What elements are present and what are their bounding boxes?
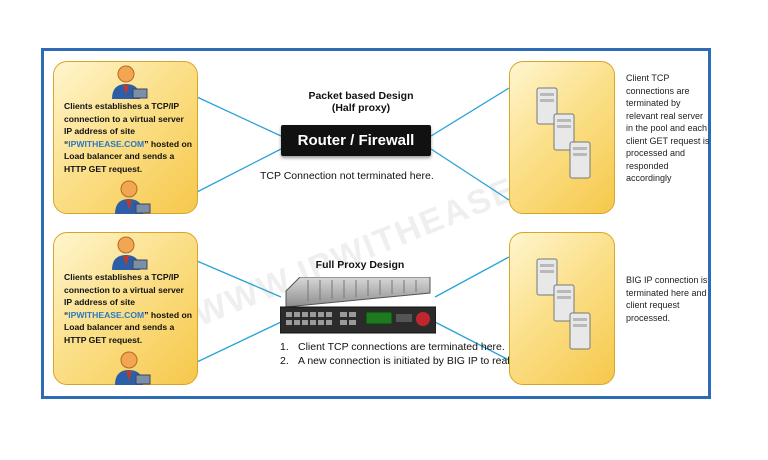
router-firewall-box: Router / Firewall — [281, 125, 431, 156]
line-router-to-server-top — [430, 87, 510, 137]
line-client-top-to-router — [196, 96, 282, 137]
client-box-bottom: Clients establishes a TCP/IP connection … — [53, 232, 198, 385]
list-item: 1.Client TCP connections are terminated … — [280, 341, 505, 353]
list-item: 2.A new connection is initiated by BIG I… — [280, 354, 545, 367]
client-user-icon — [115, 351, 151, 385]
server-box-top — [509, 61, 615, 214]
client-user-icon — [112, 65, 148, 99]
line-proxy-to-server-bottom — [434, 321, 510, 361]
server-box-bottom — [509, 232, 615, 385]
packet-design-title: Packet based Design (Half proxy) — [308, 90, 414, 114]
server-stack-icon — [536, 258, 591, 350]
client-user-icon — [115, 180, 151, 214]
line-router-to-server-bottom — [430, 148, 510, 201]
server-description-bottom: BIG IP connection is terminated here and… — [626, 275, 708, 323]
full-proxy-title: Full Proxy Design — [315, 259, 405, 271]
line-proxy-to-server-top — [434, 256, 510, 298]
client-box-top: Clients establishes a TCP/IP connection … — [53, 61, 198, 214]
line-client-top-to-proxy — [196, 260, 282, 298]
line-client-bottom-to-router — [196, 148, 282, 193]
client-user-icon — [112, 236, 148, 270]
client-description: Clients establishes a TCP/IP connection … — [64, 101, 192, 174]
tcp-not-terminated-note: TCP Connection not terminated here. — [260, 170, 434, 182]
line-client-bottom-to-proxy — [196, 321, 282, 363]
proxy-steps-list: 1.Client TCP connections are terminated … — [280, 341, 544, 368]
big-ip-device-icon — [280, 277, 436, 334]
server-description-top: Client TCP connections are terminated by… — [626, 73, 710, 183]
server-stack-icon — [536, 87, 591, 179]
client-description: Clients establishes a TCP/IP connection … — [64, 272, 192, 345]
